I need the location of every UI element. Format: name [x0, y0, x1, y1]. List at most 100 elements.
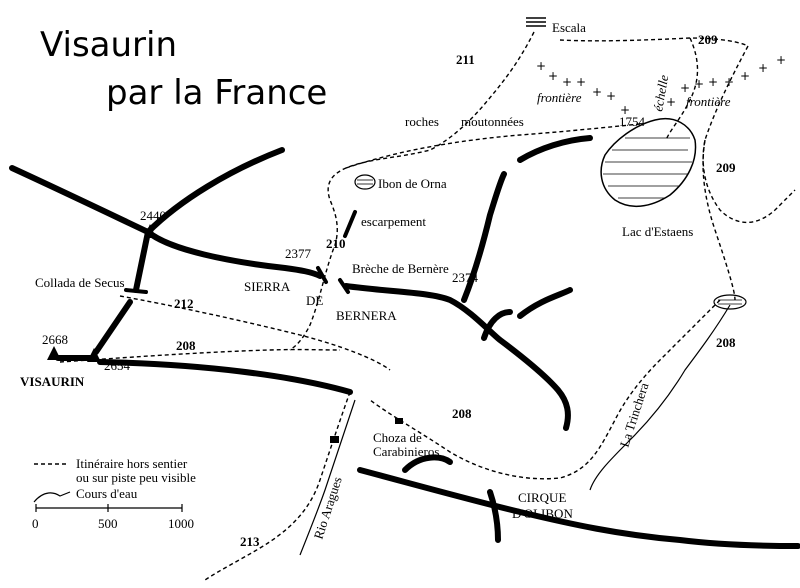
trail-208-east [369, 299, 721, 480]
lake-ibon [354, 174, 376, 190]
summit-2654-icon [87, 348, 101, 362]
pass-breche-mark [338, 278, 350, 294]
rivers [299, 304, 731, 556]
ridge-roches [517, 135, 593, 163]
label-escarpement: escarpement [361, 214, 426, 229]
route-208-west: 208 [176, 338, 196, 353]
legend-river: Cours d'eau [76, 486, 138, 501]
trail-208-west [59, 348, 341, 363]
ridges [9, 135, 800, 549]
svg-text:+: + [620, 103, 630, 117]
label-echelle: échelle [650, 73, 671, 112]
escala-icon [526, 17, 546, 27]
svg-text:+: + [548, 69, 558, 83]
svg-text:+: + [758, 61, 768, 75]
route-209-north: 209 [698, 32, 718, 47]
route-210: 210 [326, 236, 346, 251]
label-frontiere-left: frontière [537, 90, 582, 105]
svg-text:+: + [708, 75, 718, 89]
elev-2440: 2440 [140, 208, 166, 223]
label-ibon: Ibon de Orna [378, 176, 447, 191]
lake-estaens [600, 118, 697, 207]
label-sierra: SIERRA [244, 279, 291, 294]
trail-roches [345, 123, 641, 169]
ridge-spur-1 [481, 309, 513, 341]
ridge-west [9, 165, 151, 235]
trails [59, 31, 796, 581]
trail-212 [119, 295, 391, 371]
svg-text:+: + [694, 77, 704, 91]
scale-tick-1000: 1000 [168, 516, 194, 531]
label-cirque-2: D'OLIBON [512, 506, 573, 521]
elev-2374: 2374 [452, 270, 479, 285]
label-moutonnees: moutonnées [461, 114, 524, 129]
ridge-escarpement [343, 210, 357, 238]
river-aragues [299, 399, 356, 556]
scale-tick-0: 0 [32, 516, 39, 531]
svg-text:+: + [666, 95, 676, 109]
summit-2668-icon [47, 346, 61, 360]
legend-river-symbol [33, 491, 71, 503]
elev-2377: 2377 [285, 246, 312, 261]
scale-tick-500: 500 [98, 516, 118, 531]
svg-text:+: + [576, 75, 586, 89]
svg-text:+: + [680, 81, 690, 95]
label-trinchera: La Trinchera [617, 381, 652, 449]
label-roches: roches [405, 114, 439, 129]
summit-2440-icon [144, 224, 156, 238]
label-cirque-1: CIRQUE [518, 490, 566, 505]
svg-text:+: + [724, 75, 734, 89]
label-bernera: BERNERA [336, 308, 397, 323]
ridge-to-collada [133, 229, 151, 293]
collada-mark [124, 288, 148, 294]
label-rio-aragues: Rio Aragues [311, 475, 345, 541]
trail-213 [204, 391, 351, 581]
ridge-northeast [145, 147, 285, 235]
ridge-spur-2 [461, 171, 507, 303]
svg-text:+: + [776, 53, 786, 67]
ridge-spur-3 [517, 287, 573, 319]
trail-209-south [702, 139, 736, 301]
lake-trinchera [713, 294, 747, 310]
border-line: + + + + + + + + + + + + + + + [536, 53, 786, 117]
river-trinchera [589, 304, 731, 491]
legend-trail-line2: ou sur piste peu visible [76, 470, 196, 485]
lake-estaens-shape [600, 118, 697, 207]
scale-bar: 0 500 1000 [32, 504, 194, 531]
ridge-bernera [343, 283, 571, 431]
route-212: 212 [174, 296, 194, 311]
elev-2668: 2668 [42, 332, 68, 347]
trail-211-210 [289, 31, 535, 351]
label-collada: Collada de Secus [35, 275, 125, 290]
svg-text:+: + [536, 59, 546, 73]
ridge-south [97, 359, 353, 395]
route-208-middle: 208 [452, 406, 472, 421]
hut-choza-icon [395, 418, 403, 424]
route-211: 211 [456, 52, 475, 67]
svg-text:+: + [562, 75, 572, 89]
route-213: 213 [240, 534, 260, 549]
ridge-cirque-spur [402, 454, 453, 473]
ridge-collada-visaurin [93, 299, 133, 355]
map-title-line2: par la France [106, 73, 327, 113]
route-209-east: 209 [716, 160, 736, 175]
legend: Itinéraire hors sentier ou sur piste peu… [33, 456, 196, 503]
elev-1754: 1754 [619, 114, 646, 129]
svg-text:+: + [740, 69, 750, 83]
trail-209-east [702, 45, 796, 224]
label-choza-2: Carabinieros [373, 444, 439, 459]
svg-text:+: + [592, 85, 602, 99]
ridge-to-2377 [145, 229, 323, 279]
label-frontiere-right: frontière [686, 94, 731, 109]
label-visaurin: VISAURIN [20, 374, 85, 389]
label-choza-1: Choza de [373, 430, 422, 445]
trail-echelle [665, 37, 699, 141]
map-title-line1: Visaurin [40, 25, 177, 65]
label-breche: Brèche de Bernère [352, 261, 449, 276]
elev-2654: 2654 [104, 358, 131, 373]
ridge-cirque-spur-2 [487, 489, 501, 543]
legend-trail-line1: Itinéraire hors sentier [76, 456, 188, 471]
ridge-cirque [357, 467, 800, 549]
